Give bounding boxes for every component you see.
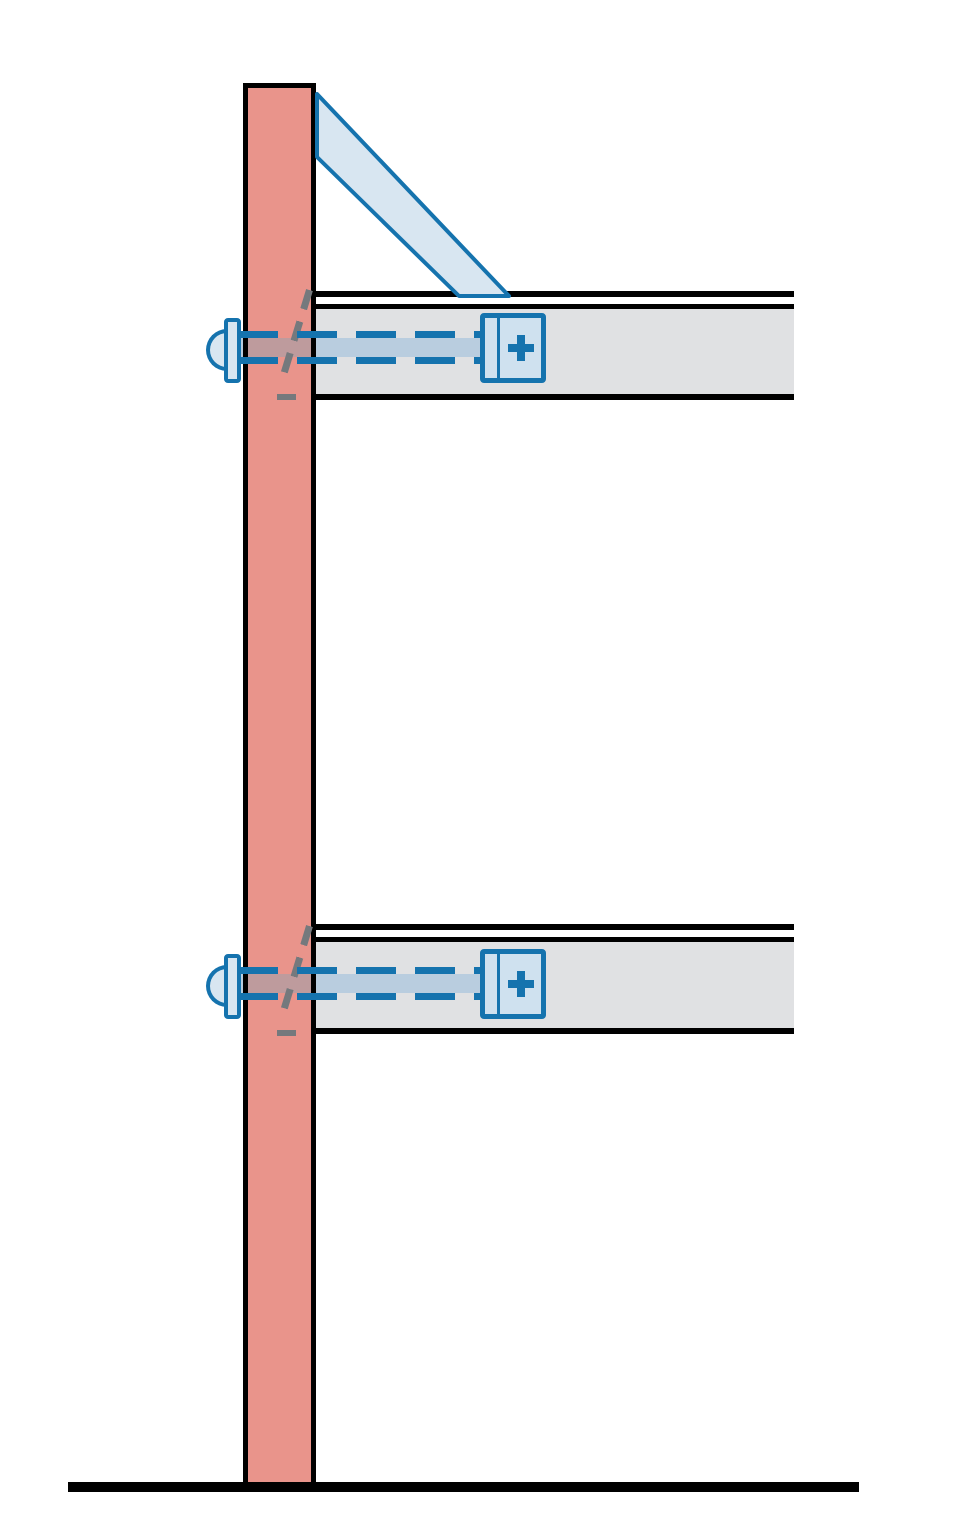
dashed-drill-path-end bbox=[277, 394, 296, 400]
nut-plate bbox=[480, 949, 546, 1019]
lower-beam-cap-line bbox=[316, 937, 794, 942]
upper-beam-top-edge bbox=[316, 291, 794, 297]
bolt-washer-plate bbox=[224, 318, 241, 383]
nut-plate-divider bbox=[497, 954, 500, 1014]
plus-icon bbox=[517, 335, 525, 361]
bolt-shaft-hidden-in-post bbox=[248, 338, 311, 357]
bolt-shaft-hidden-in-post bbox=[248, 974, 311, 993]
diagonal-knee-brace bbox=[315, 92, 511, 298]
bolt-shaft bbox=[240, 974, 243, 993]
bolt-shaft-dashed-edge bbox=[238, 967, 488, 974]
ground-line bbox=[68, 1482, 859, 1492]
bolt-shaft-dashed-edge bbox=[238, 993, 488, 1000]
bolt-shaft bbox=[316, 974, 490, 993]
bolt-shaft-dashed-edge bbox=[238, 331, 488, 338]
bolt-shaft-dashed-edge bbox=[238, 357, 488, 364]
dashed-drill-path-end bbox=[277, 1030, 296, 1036]
nut-plate bbox=[480, 313, 546, 383]
nut-plate-divider bbox=[497, 318, 500, 378]
upper-beam-cap-line bbox=[316, 304, 794, 309]
lower-beam-top-edge bbox=[316, 924, 794, 930]
bolt-shaft bbox=[316, 338, 490, 357]
bolt-shaft bbox=[240, 338, 243, 357]
bolt-washer-plate bbox=[224, 954, 241, 1019]
plus-icon bbox=[517, 971, 525, 997]
